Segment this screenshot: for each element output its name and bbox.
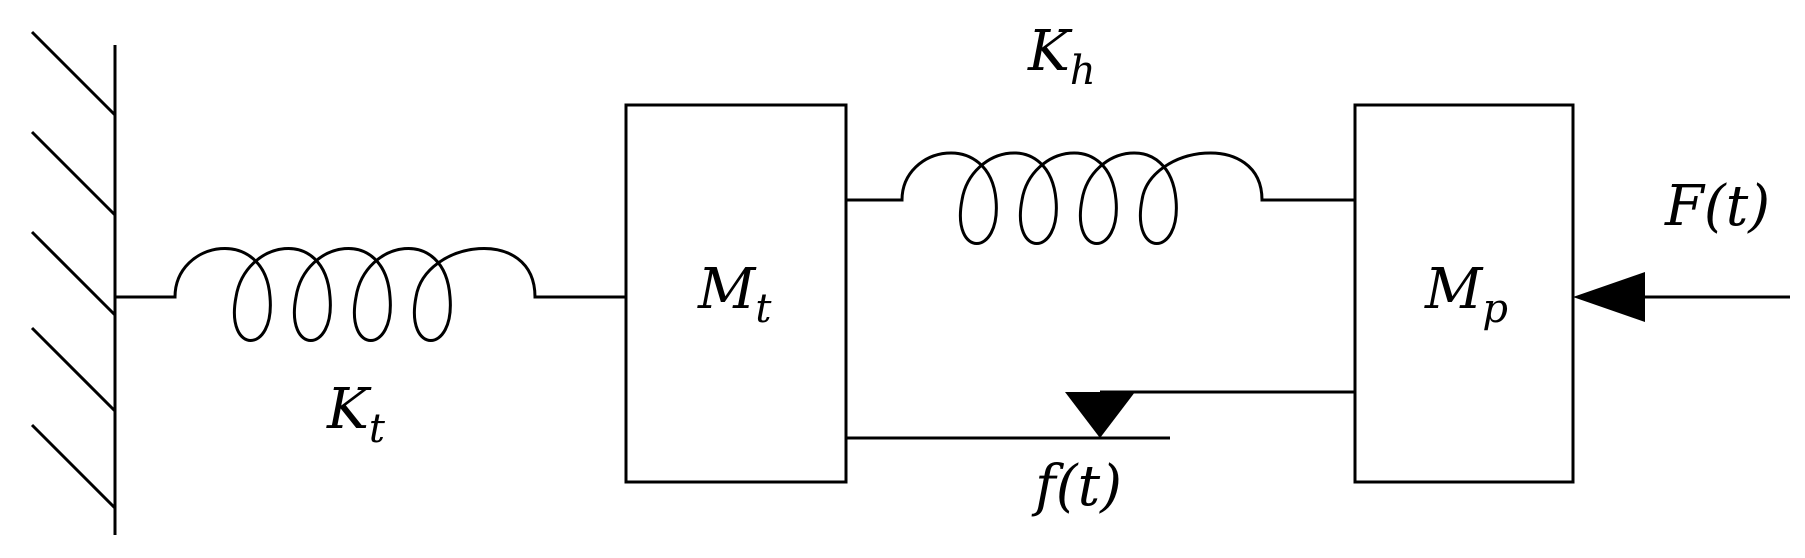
- label-mt: Mt: [697, 257, 772, 332]
- mass-mp-box: [1353, 103, 1575, 484]
- mass-mt-box: [624, 103, 848, 484]
- label-kt: Kt: [326, 377, 386, 452]
- label-external-force: F(t): [1664, 174, 1770, 239]
- label-kh: Kh: [1027, 19, 1096, 94]
- label-friction-force: f(t): [1031, 454, 1122, 519]
- friction-triangle: [1065, 392, 1135, 438]
- spring-kh: [846, 151, 1355, 245]
- arrowhead: [1573, 272, 1645, 322]
- friction-interface: [846, 390, 1355, 440]
- fixed-wall: [30, 30, 117, 535]
- label-mp: Mp: [1424, 257, 1508, 332]
- force-arrow: [1573, 272, 1790, 322]
- spring-kt: [115, 246, 625, 342]
